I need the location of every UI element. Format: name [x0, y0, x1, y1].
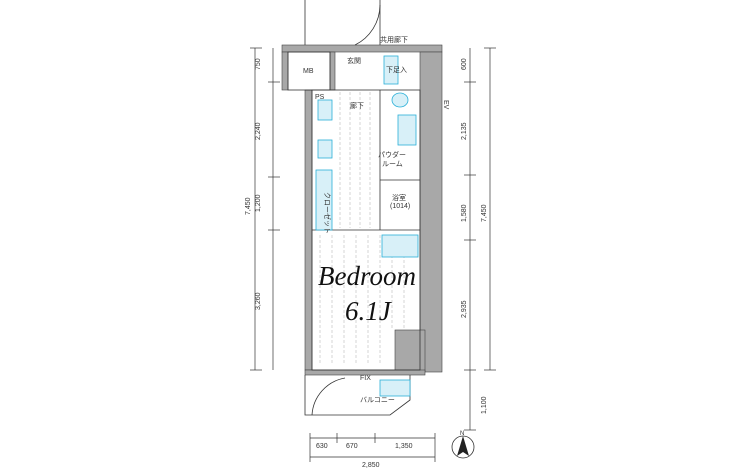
- label-hallway: 廊下: [350, 101, 364, 110]
- label-common-corridor: 共用廊下: [380, 35, 408, 44]
- svg-text:N: N: [460, 431, 464, 437]
- label-entrance: 玄関: [347, 56, 361, 65]
- mb-room: [287, 51, 331, 91]
- closet: [315, 169, 333, 231]
- dim-right-4: 2,935: [461, 300, 468, 318]
- label-bath: 浴室: [392, 193, 406, 202]
- label-balcony: バルコニー: [360, 396, 395, 404]
- dim-right-total: 7,450: [481, 204, 488, 222]
- toilet: [391, 92, 409, 108]
- north-compass-icon: N: [451, 431, 475, 459]
- washbasin: [397, 114, 417, 146]
- dimension-lines: [250, 47, 496, 462]
- label-ps: PS: [315, 94, 325, 101]
- label-ev: EV: [442, 100, 449, 110]
- label-bath-size: (1014): [390, 203, 410, 210]
- label-shoe-box: 下足入: [386, 66, 407, 74]
- stove: [317, 139, 333, 159]
- dim-bottom-2: 670: [346, 443, 358, 450]
- dim-right-2: 2,135: [461, 122, 468, 140]
- label-bedroom: Bedroom: [318, 261, 416, 291]
- label-fix: FIX: [360, 375, 371, 382]
- label-powder-room-2: ルーム: [382, 160, 403, 168]
- aircon-outdoor: [379, 379, 411, 397]
- dim-bottom-1: 630: [316, 443, 328, 450]
- dim-left-3: 1,200: [255, 194, 262, 212]
- dim-left-4: 3,260: [255, 292, 262, 310]
- balcony-door: [311, 377, 346, 416]
- dim-bottom-total: 2,850: [362, 462, 380, 469]
- bathtub: [381, 234, 419, 258]
- dim-right-5: 1,100: [481, 396, 488, 414]
- dim-left-2: 2,240: [255, 122, 262, 140]
- entrance-door: [354, 4, 381, 46]
- kitchen-sink: [317, 99, 333, 121]
- fixtures: [315, 55, 419, 397]
- shoe-box: [383, 55, 399, 85]
- dim-right-1: 600: [461, 58, 468, 70]
- dim-left-1: 750: [255, 58, 262, 70]
- label-powder-room-1: パウダー: [378, 150, 406, 159]
- dim-left-total: 7,450: [245, 197, 252, 215]
- dim-bottom-3: 1,350: [395, 443, 413, 450]
- label-mb: MB: [303, 68, 314, 75]
- label-closet: クローゼット: [323, 192, 332, 234]
- label-bedroom-size: 6.1J: [345, 296, 393, 326]
- dim-right-3: 1,580: [461, 204, 468, 222]
